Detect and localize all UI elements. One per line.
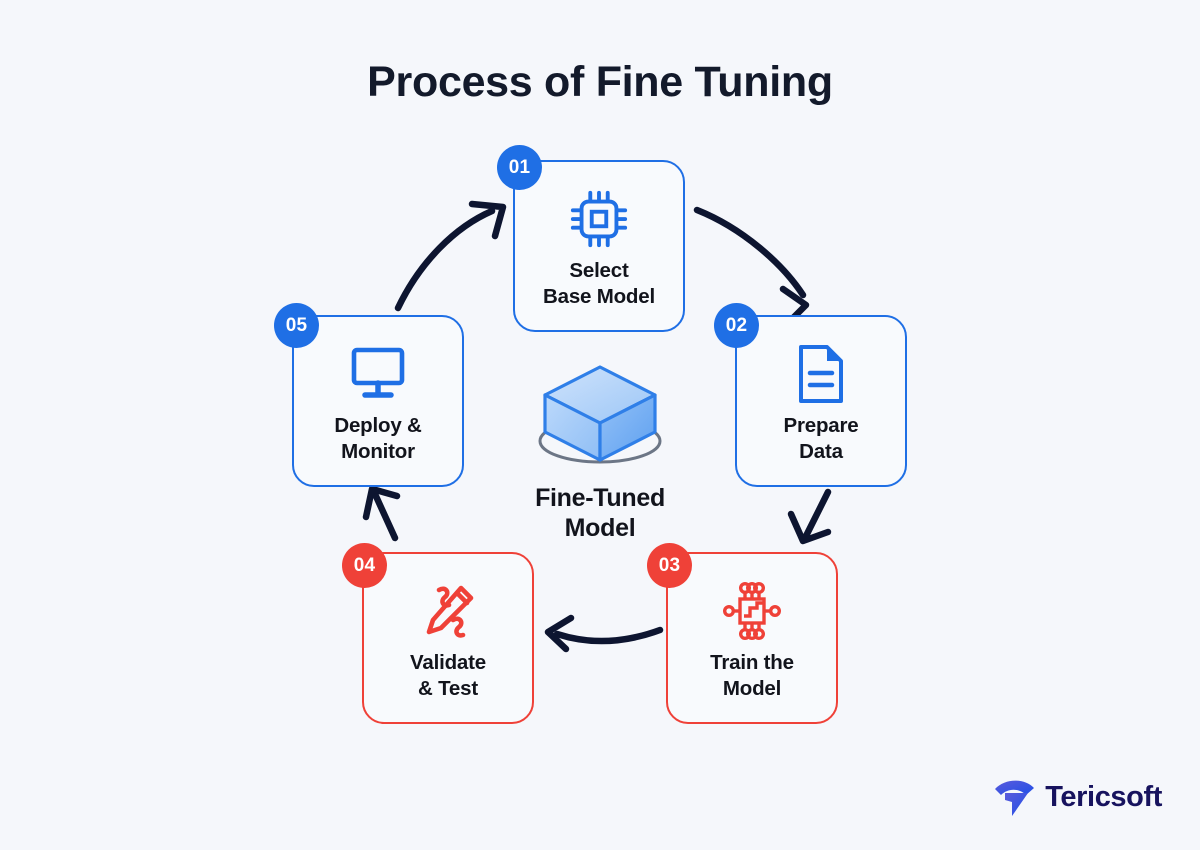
step-badge-04: 04 (342, 543, 387, 588)
step-card-02-label: Prepare Data (737, 413, 905, 464)
step-card-02-label-line1: Prepare (783, 414, 859, 438)
step-card-05-label-line1: Deploy & (334, 414, 422, 438)
step-badge-03: 03 (647, 543, 692, 588)
arrow-01-to-02 (693, 206, 810, 325)
monitor-icon (346, 337, 410, 411)
step-card-03-label-line2: Model (722, 677, 782, 700)
step-card-04[interactable]: Validate & Test (362, 552, 534, 724)
step-card-01-label: Select Base Model (515, 258, 683, 309)
step-card-01-label-line1: Select (569, 259, 629, 283)
step-badge-02: 02 (714, 303, 759, 348)
arrow-03-to-04 (544, 614, 664, 653)
center-node-label: Fine-Tuned Model (535, 483, 665, 543)
cpu-chip-icon (568, 182, 630, 256)
brand-logo: Tericsoft (992, 776, 1162, 818)
arrow-05-to-01 (394, 200, 507, 312)
step-badge-01: 01 (497, 145, 542, 190)
step-card-04-label: Validate & Test (364, 650, 532, 701)
center-node: Fine-Tuned Model (480, 355, 720, 555)
step-card-04-label-line2: & Test (418, 677, 478, 700)
center-node-label-line2: Model (564, 514, 636, 542)
step-card-03[interactable]: Train the Model (666, 552, 838, 724)
page-title: Process of Fine Tuning (367, 58, 833, 106)
step-card-01-label-line2: Base Model (543, 285, 655, 308)
brand-name: Tericsoft (1045, 780, 1162, 813)
3d-cube-icon (538, 365, 662, 464)
step-card-05-label: Deploy & Monitor (294, 413, 462, 464)
step-card-05-label-line2: Monitor (341, 440, 415, 463)
step-badge-05: 05 (274, 303, 319, 348)
center-node-label-line1: Fine-Tuned (535, 484, 665, 512)
step-card-02[interactable]: Prepare Data (735, 315, 907, 487)
step-card-05[interactable]: Deploy & Monitor (292, 315, 464, 487)
step-card-03-label-line1: Train the (710, 651, 794, 675)
step-card-03-label: Train the Model (668, 650, 836, 701)
step-card-02-label-line2: Data (799, 440, 843, 463)
neural-network-chip-icon (720, 574, 784, 648)
document-icon (795, 337, 847, 411)
arrow-04-to-05 (362, 485, 401, 542)
tericsoft-wifi-logo-icon (995, 780, 1035, 816)
step-card-01[interactable]: Select Base Model (513, 160, 685, 332)
step-card-04-label-line1: Validate (410, 651, 486, 675)
arrow-02-to-03 (787, 488, 832, 545)
pencil-edit-icon (417, 574, 479, 648)
